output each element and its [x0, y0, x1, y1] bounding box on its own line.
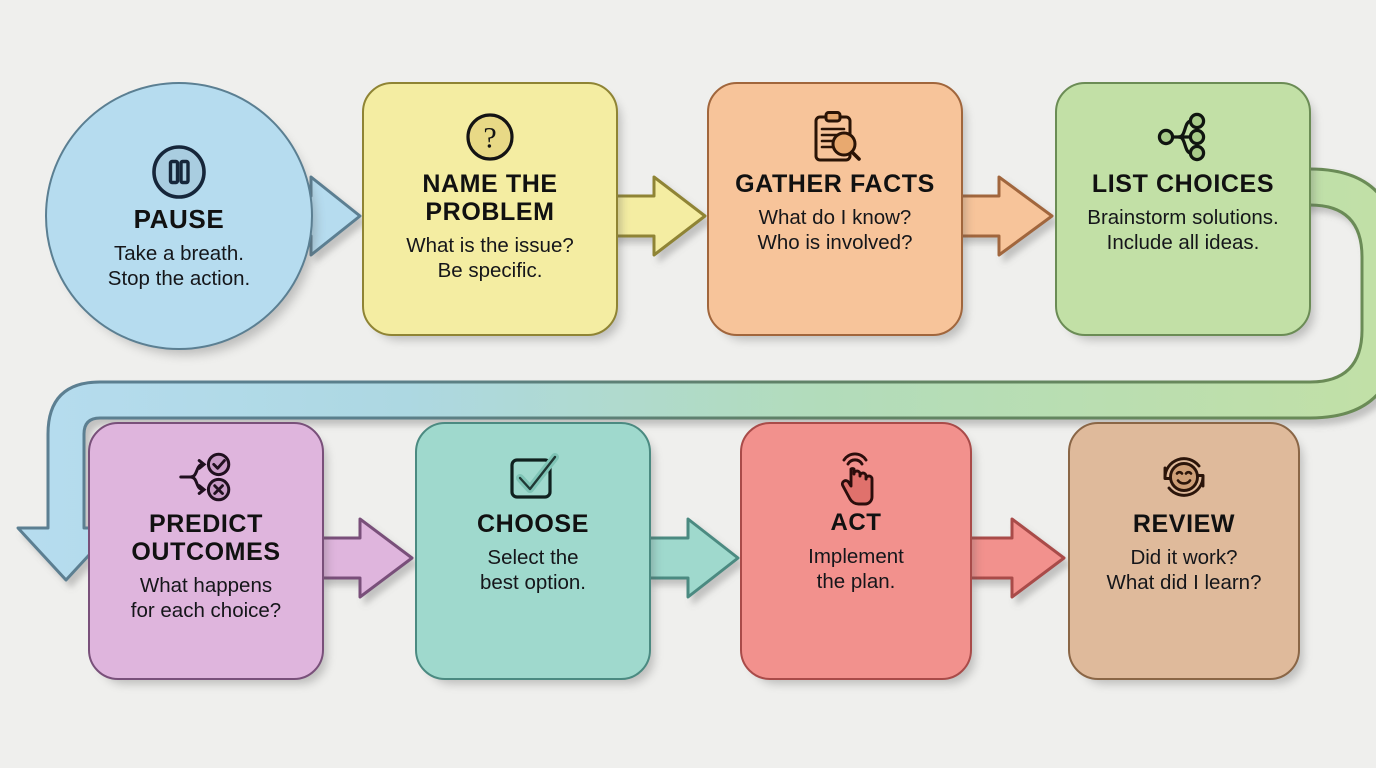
node-title: GATHER FACTS	[735, 170, 935, 198]
branch-check-cross-icon	[175, 446, 237, 508]
node-title: NAME THE PROBLEM	[422, 170, 558, 226]
node-title: PAUSE	[133, 203, 225, 234]
connector-name-to-gather	[610, 175, 707, 257]
refresh-smiley-icon	[1153, 446, 1215, 508]
pause-circle-icon	[148, 141, 210, 203]
node-gather-facts[interactable]: GATHER FACTS What do I know? Who is invo…	[707, 82, 963, 336]
node-pause[interactable]: PAUSE Take a breath. Stop the action.	[45, 82, 313, 350]
node-name-the-problem[interactable]: ? NAME THE PROBLEM What is the issue? Be…	[362, 82, 618, 336]
checked-checkbox-icon	[502, 446, 564, 508]
connector-act-to-review	[966, 517, 1066, 599]
node-title: CHOOSE	[477, 510, 589, 538]
node-review[interactable]: REVIEW Did it work? What did I learn?	[1068, 422, 1300, 680]
connector-predict-to-choose	[318, 517, 414, 599]
node-list-choices[interactable]: LIST CHOICES Brainstorm solutions. Inclu…	[1055, 82, 1311, 336]
node-predict-outcomes[interactable]: PREDICT OUTCOMES What happens for each c…	[88, 422, 324, 680]
branching-nodes-icon	[1152, 106, 1214, 168]
node-description: What happens for each choice?	[130, 574, 282, 623]
node-description: Select the best option.	[480, 546, 586, 595]
node-description: Implement the plan.	[808, 544, 904, 594]
clipboard-magnifier-icon	[804, 106, 866, 168]
node-description: Brainstorm solutions. Include all ideas.	[1087, 206, 1279, 255]
node-title: ACT	[830, 509, 882, 536]
node-act[interactable]: ACT Implement the plan.	[740, 422, 972, 680]
node-description: What do I know? Who is involved?	[757, 206, 913, 255]
connector-gather-to-list	[955, 175, 1054, 257]
node-title: PREDICT OUTCOMES	[131, 510, 281, 566]
tap-hand-icon	[825, 446, 887, 508]
question-mark-circle-icon: ?	[459, 106, 521, 168]
node-description: Did it work? What did I learn?	[1106, 546, 1262, 595]
node-title: REVIEW	[1132, 510, 1236, 538]
node-description: What is the issue? Be specific.	[406, 234, 574, 283]
svg-text:?: ?	[483, 122, 496, 155]
node-title: LIST CHOICES	[1091, 170, 1275, 198]
node-description: Take a breath. Stop the action.	[107, 241, 251, 291]
node-choose[interactable]: CHOOSE Select the best option.	[415, 422, 651, 680]
connector-choose-to-act	[645, 517, 740, 599]
